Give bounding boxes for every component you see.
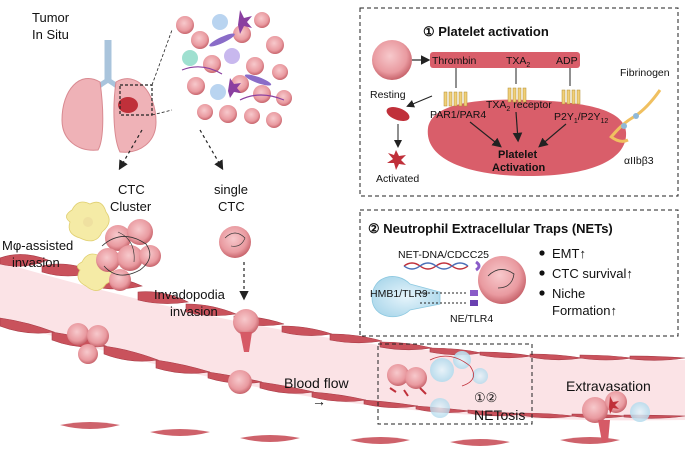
signal-bar [430, 52, 580, 68]
p2y-label: P2Y1/P2Y12 [554, 111, 608, 125]
extravasation-label: Extravasation [566, 378, 651, 394]
tumor-icon [118, 97, 138, 113]
nets-panel-title: ② Neutrophil Extracellular Traps (NETs) [368, 221, 613, 236]
mphi-label-1: Mφ-assisted [2, 238, 73, 253]
receptor-p2y [561, 89, 581, 105]
nets-panel-ctc [478, 256, 526, 304]
zoom-box [119, 84, 153, 116]
in-situ-label: In Situ [32, 27, 69, 42]
single-ctc-label-1: single [214, 182, 248, 197]
tumor-microenvironment [176, 10, 292, 128]
invadopodia-label-2: invasion [170, 304, 218, 319]
netosis-label: NETosis [474, 407, 525, 423]
ne-label: NE/TLR4 [450, 313, 493, 325]
single-ctc [219, 226, 251, 258]
bullet-formation: Formation↑ [552, 303, 617, 318]
single-ctc-label-2: CTC [218, 199, 245, 214]
activated-platelet-icon [387, 150, 406, 170]
txa2-receptor-label: TXA2 receptor [486, 99, 552, 113]
ctc-cluster-label-2: Cluster [110, 199, 152, 214]
ctc-cluster-label-1: CTC [118, 182, 145, 197]
macrophage-cells [66, 201, 115, 291]
large-platelet [427, 99, 627, 176]
invading-ctc [233, 309, 259, 352]
hmb1-label: HMB1/TLR9 [370, 288, 428, 300]
bullet-emt: EMT↑ [552, 246, 586, 261]
receptor-par [443, 91, 468, 107]
ctc-cluster [96, 219, 161, 291]
blood-flow-arrow: → [312, 393, 326, 409]
arrow-to-single [199, 129, 224, 171]
platelet-activation-label-2: Activation [492, 162, 545, 174]
resting-label: Resting [370, 89, 406, 101]
platelet-activation-label-1: Platelet [498, 149, 537, 161]
tumor-label: Tumor [32, 10, 70, 25]
netosis-number: ①② [474, 390, 497, 405]
mphi-label-2: invasion [12, 255, 60, 270]
netosis-box [377, 343, 533, 425]
par-label: PAR1/PAR4 [430, 109, 486, 121]
blood-flow-label: Blood flow [284, 375, 349, 391]
circulating-ctcs [67, 323, 252, 394]
neutrophil-cell [371, 276, 441, 318]
adp-label: ADP [556, 55, 578, 67]
arrow-to-cluster [118, 129, 143, 171]
invadopodia-label-1: Invadopodia [154, 287, 226, 302]
tissue-band [60, 422, 620, 446]
net-dna-label: NET-DNA/CDCC25 [398, 249, 489, 261]
thrombin-label: Thrombin [432, 55, 477, 67]
integrin-label: αIIbβ3 [624, 155, 654, 167]
platelet-panel-ctc [372, 40, 412, 80]
lungs-illustration [61, 29, 173, 153]
bullet-niche: Niche [552, 286, 585, 301]
activated-label: Activated [376, 173, 419, 185]
extravasation-cells [582, 391, 650, 442]
nets-panel: ② Neutrophil Extracellular Traps (NETs) … [359, 209, 679, 337]
platelet-panel-title: ① Platelet activation [423, 24, 549, 39]
fibrinogen-label: Fibrinogen [620, 67, 670, 79]
txa2-label: TXA2 [506, 55, 530, 69]
receptor-txa2 [507, 87, 527, 103]
bullet-ctc-survival: CTC survival↑ [552, 266, 633, 281]
platelet-activation-panel: ① Platelet activation Thrombin TXA2 ADP … [359, 7, 679, 197]
fibrinogen-strand [610, 89, 662, 137]
resting-platelet-icon [386, 107, 410, 121]
